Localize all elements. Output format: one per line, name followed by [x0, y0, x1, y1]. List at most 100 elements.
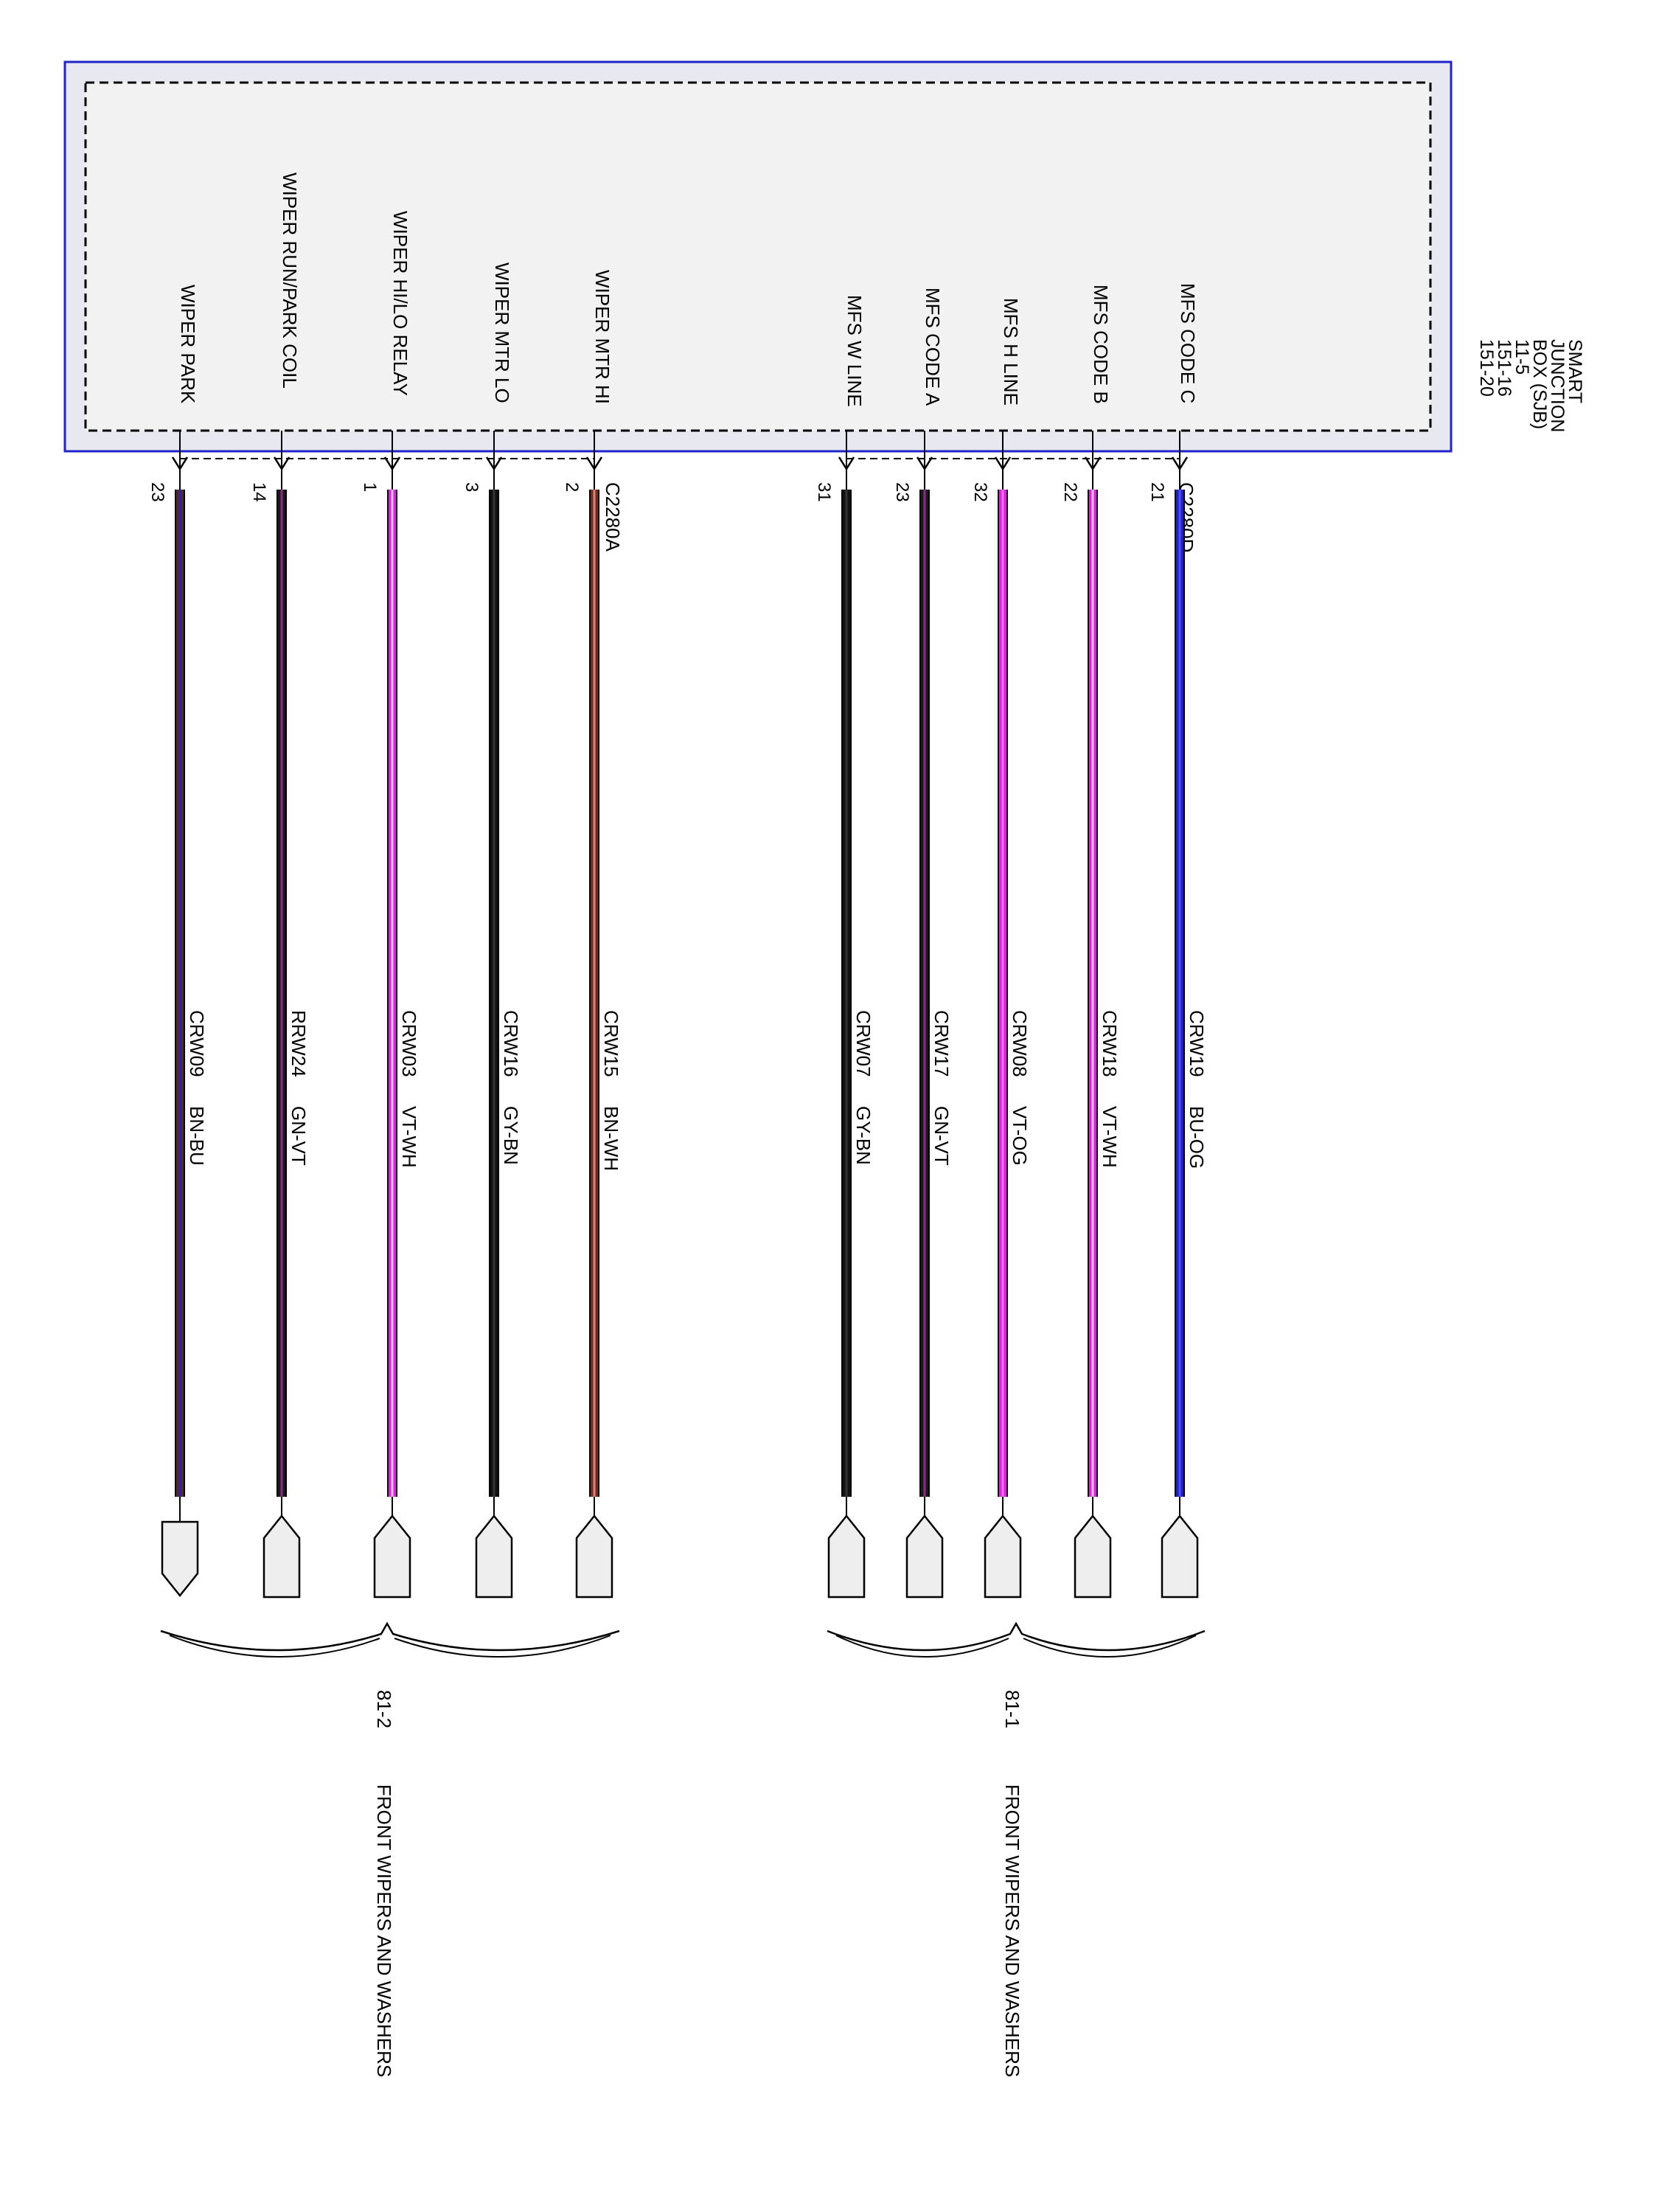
circuit-label: CRW07: [852, 1010, 874, 1077]
wire-color-stripe: [280, 490, 283, 1497]
terminal-chevron: [171, 456, 189, 471]
end-terminal-pentagon: [373, 1514, 411, 1599]
destination-label: FRONT WIPERS AND WASHERS: [373, 1784, 395, 2077]
pin-number: 21: [1147, 482, 1167, 502]
terminal-chevron: [838, 456, 855, 471]
module-ref: 151-16: [1494, 339, 1514, 397]
color-code-label: GY-BN: [852, 1106, 874, 1165]
group-brace: [827, 1621, 1206, 1652]
wire-color-stripe: [178, 490, 181, 1497]
pin-number: 1: [360, 482, 380, 492]
color-code-label: VT-WH: [1099, 1106, 1121, 1168]
end-terminal-pentagon: [1161, 1514, 1199, 1599]
module-name-line: SMART: [1565, 339, 1585, 403]
color-code-label: VT-OG: [1009, 1106, 1031, 1166]
end-terminal-pentagon: [262, 1514, 301, 1599]
destination-ref: 81-2: [373, 1690, 395, 1728]
color-code-label: GN-VT: [288, 1106, 310, 1166]
circuit-label: CRW19: [1186, 1010, 1208, 1077]
wire-color-stripe: [845, 490, 848, 1497]
pin-number: 31: [814, 482, 834, 502]
end-terminal-pentagon: [984, 1514, 1022, 1599]
terminal-chevron: [585, 456, 603, 471]
group-brace: [160, 1621, 620, 1652]
signal-label: MFS W LINE: [844, 295, 866, 407]
circuit-label: CRW18: [1099, 1010, 1121, 1077]
wire-color-stripe: [391, 490, 394, 1497]
terminal-chevron: [1171, 456, 1189, 471]
circuit-label: CRW08: [1009, 1010, 1031, 1077]
circuit-label: RRW24: [288, 1010, 310, 1077]
module-inner-dashed: [84, 81, 1432, 432]
terminal-chevron: [273, 456, 291, 471]
braces-layer: [160, 1621, 1206, 1658]
signal-label: MFS CODE C: [1177, 283, 1199, 403]
pin-number: 23: [892, 482, 912, 502]
color-code-label: BN-BU: [186, 1106, 208, 1166]
signal-label: WIPER MTR HI: [591, 270, 613, 404]
terminal-chevron: [1084, 456, 1102, 471]
connector-name: C2280A: [602, 482, 624, 552]
pin-number: 22: [1060, 482, 1080, 502]
wire-color-stripe: [493, 490, 495, 1497]
module-ref: 11-5: [1512, 339, 1532, 375]
end-terminal-pentagon: [1074, 1514, 1112, 1599]
end-terminal-pentagon: [575, 1514, 613, 1599]
circuit-label: CRW15: [600, 1010, 622, 1077]
group-brace-inner: [169, 1635, 611, 1658]
pin-number: 23: [147, 482, 167, 502]
wire-color-stripe: [593, 490, 596, 1497]
pin-number: 2: [562, 482, 582, 492]
wire-color-stripe: [923, 490, 926, 1497]
signal-label: WIPER PARK: [177, 285, 199, 404]
pin-number: 32: [970, 482, 990, 502]
end-terminal-pentagon: [827, 1514, 866, 1599]
group-brace-inner: [835, 1635, 1197, 1658]
wire-color-stripe: [1091, 490, 1094, 1497]
module-label: SMART JUNCTION BOX (SJB) 11-5 151-16 151…: [1476, 339, 1585, 432]
signal-label: WIPER HI/LO RELAY: [389, 211, 411, 396]
color-code-label: BN-WH: [600, 1106, 622, 1171]
circuit-label: CRW03: [398, 1010, 420, 1077]
end-terminal-pentagon: [905, 1514, 944, 1599]
module-name-line: BOX (SJB): [1529, 339, 1550, 429]
end-terminal-pentagon: [475, 1514, 513, 1599]
destination-ref: 81-1: [1001, 1690, 1023, 1728]
pin-number: 14: [249, 482, 269, 502]
pin-number: 3: [462, 482, 481, 492]
destination-label: FRONT WIPERS AND WASHERS: [1001, 1784, 1023, 2077]
color-code-label: VT-WH: [398, 1106, 420, 1168]
circuit-label: CRW17: [931, 1010, 953, 1077]
module-ref: 151-20: [1476, 339, 1497, 397]
wire-color-stripe: [1001, 490, 1004, 1497]
signal-label: MFS CODE B: [1090, 285, 1112, 404]
signal-label: WIPER RUN/PARK COIL: [279, 173, 301, 389]
wire-color-stripe: [1178, 490, 1181, 1497]
signal-label: MFS CODE A: [922, 288, 944, 406]
signal-label: WIPER MTR LO: [491, 262, 513, 403]
signal-label: MFS H LINE: [1000, 298, 1022, 406]
circuit-label: CRW09: [186, 1010, 208, 1077]
terminal-chevron: [916, 456, 933, 471]
color-code-label: BU-OG: [1186, 1106, 1208, 1169]
circuit-label: CRW16: [500, 1010, 522, 1077]
color-code-label: GN-VT: [931, 1106, 953, 1166]
terminal-chevron: [485, 456, 503, 471]
color-code-label: GY-BN: [500, 1106, 522, 1165]
terminal-chevron: [383, 456, 401, 471]
end-terminal-arrow: [161, 1520, 199, 1598]
terminal-chevron: [994, 456, 1012, 471]
module-name-line: JUNCTION: [1547, 339, 1568, 432]
